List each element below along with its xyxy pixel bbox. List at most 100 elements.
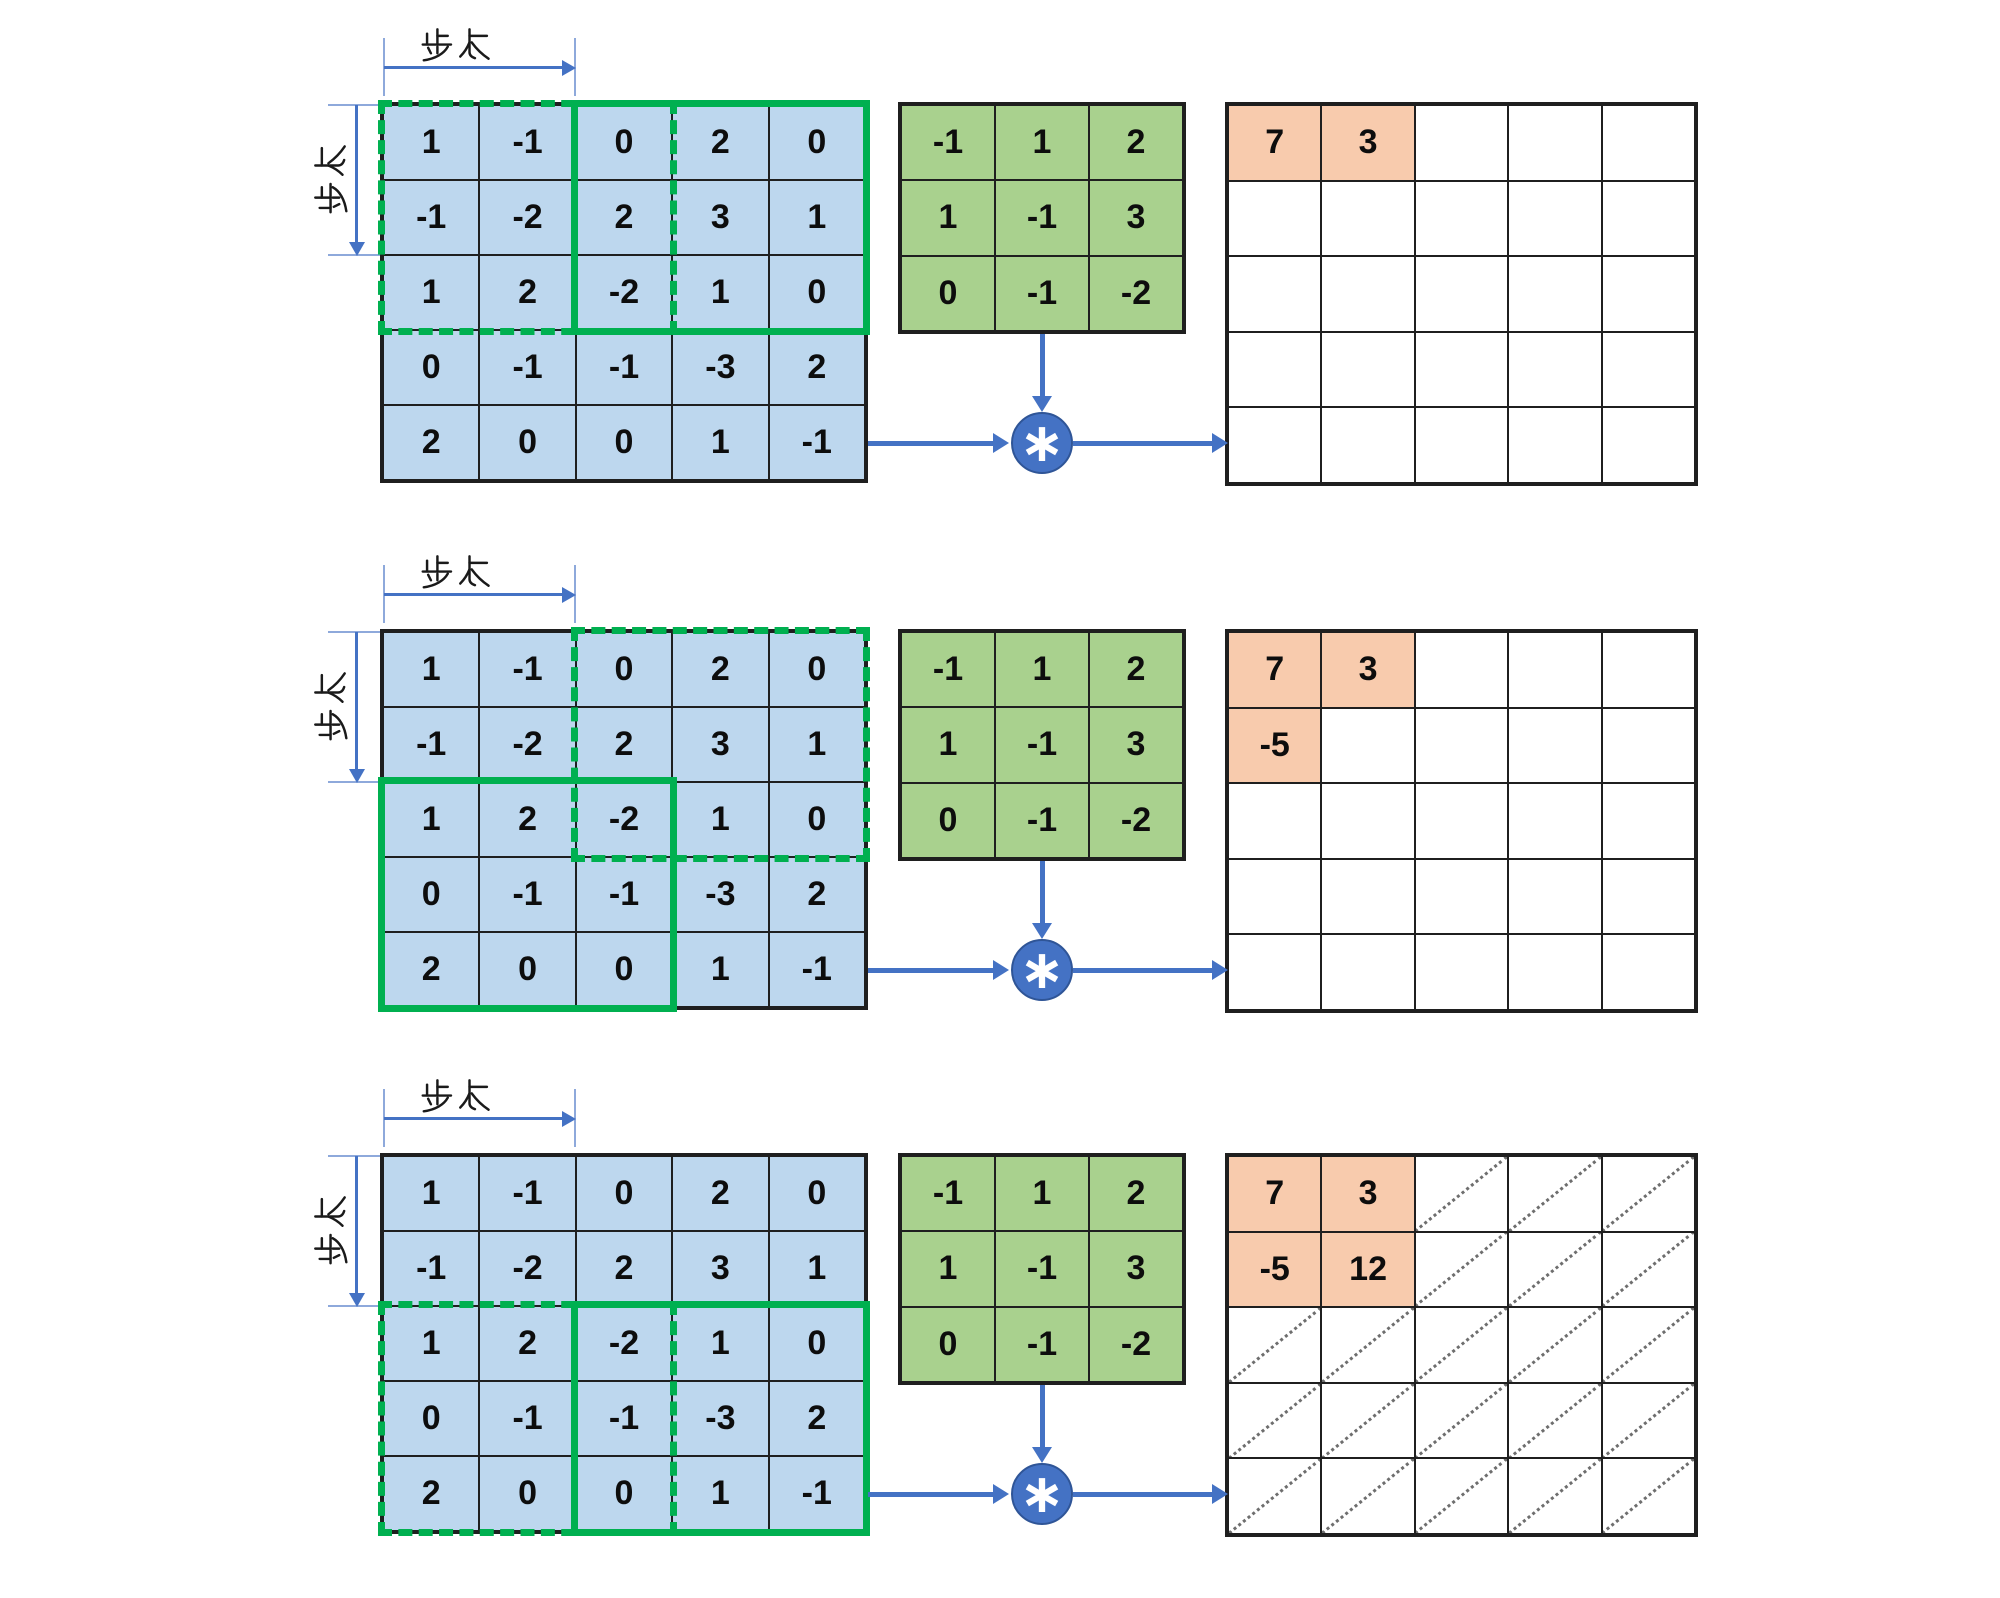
input-cell-r4c1: 0 [383,857,480,932]
input-cell-r3c5: 0 [768,1306,865,1381]
input-to-operator-arrow-line [868,967,993,973]
input-cell-r3c5: 0 [768,782,865,857]
output-cell-r3c3 [1414,783,1509,859]
input-cell-r1c4: 2 [672,105,769,180]
convolution-step-2: 步长步长1-1020-1-223112-2100-1-1-322001-1-11… [0,527,2000,1067]
output-cell-r1c4 [1508,105,1602,181]
kernel-cell-r3c2: -1 [995,255,1089,331]
input-cell-r2c4: 3 [672,1231,769,1306]
output-cell-r1c1: 7 [1228,1156,1322,1232]
input-cell-r5c5: -1 [768,405,865,480]
output-cell-r4c4 [1508,1382,1602,1459]
kernel-cell-r1c1: -1 [901,105,995,181]
output-cell-r3c5 [1601,783,1695,859]
kernel-cell-r2c1: 1 [901,180,995,256]
input-cell-r4c2: -1 [479,1381,576,1456]
diagonal-dotted-line [1415,1232,1508,1307]
output-cell-r4c1 [1228,331,1322,408]
input-cell-r1c2: -1 [479,105,576,180]
diagonal-dotted-line [1322,1308,1414,1382]
input-cell-r2c2: -2 [479,707,576,782]
diagonal-dotted-line [1322,1383,1414,1458]
output-cell-r3c1 [1228,1307,1322,1383]
operator-to-output-arrow-line [1073,1491,1212,1497]
stride-arrowhead-right [562,59,576,76]
output-cell-r1c4 [1508,1156,1602,1232]
output-cell-r1c4 [1508,632,1602,708]
input-cell-r2c2: -2 [479,1231,576,1306]
output-cell-r5c4 [1508,934,1602,1010]
input-cell-r2c4: 3 [672,180,769,255]
diagonal-dotted-line [1509,1383,1601,1458]
output-cell-r2c4 [1508,707,1602,784]
stride-arrowhead-down [348,769,365,783]
input-cell-r2c3: 2 [575,180,673,255]
kernel-cell-r1c2: 1 [995,632,1089,708]
output-cell-r5c3 [1414,407,1509,483]
output-cell-r1c5 [1601,632,1695,708]
output-cell-r5c2 [1321,1458,1415,1534]
output-cell-r5c1 [1228,407,1322,483]
output-cell-r4c3 [1414,331,1509,408]
kernel-cell-r2c3: 3 [1089,707,1183,783]
kernel-cell-r1c1: -1 [901,632,995,708]
input-cell-r3c4: 1 [672,255,769,330]
stride-label-top: 步长 [420,553,494,589]
output-cell-r1c2: 3 [1321,1156,1415,1232]
input-cell-r5c4: 1 [672,1456,769,1531]
input-cell-r1c1: 1 [383,105,480,180]
input-cell-r4c4: -3 [672,330,769,405]
input-to-operator-arrow-line [868,440,993,446]
kernel-to-operator-arrowhead [1032,396,1052,412]
input-cell-r5c2: 0 [479,405,576,480]
output-cell-r5c2 [1321,407,1415,483]
output-cell-r1c2: 3 [1321,632,1415,708]
stride-arrowhead-right [562,1110,576,1127]
kernel-cell-r1c2: 1 [995,105,1089,181]
input-cell-r3c2: 2 [479,255,576,330]
output-cell-r5c4 [1508,407,1602,483]
output-cell-r1c1: 7 [1228,632,1322,708]
kernel-cell-r3c1: 0 [901,1306,995,1382]
convolution-operator-symbol: ∗ [1019,1462,1065,1525]
output-cell-r2c2: 12 [1321,1231,1415,1308]
output-cell-r1c3 [1414,1156,1509,1232]
input-cell-r1c5: 0 [768,632,865,707]
convolution-operator-badge: ∗ [1011,939,1073,1001]
output-cell-r2c5 [1601,180,1695,257]
convolution-operator-symbol: ∗ [1019,938,1065,1001]
output-cell-r1c5 [1601,1156,1695,1232]
output-cell-r5c4 [1508,1458,1602,1534]
input-cell-r5c1: 2 [383,1456,480,1531]
diagonal-dotted-line [1415,1459,1508,1533]
kernel-cell-r1c3: 2 [1089,1156,1183,1232]
diagonal-dotted-line [1602,1308,1694,1382]
kernel-cell-r1c3: 2 [1089,105,1183,181]
output-cell-r2c5 [1601,707,1695,784]
output-cell-r3c5 [1601,256,1695,332]
stride-label-top: 步长 [420,1077,494,1113]
input-cell-r5c1: 2 [383,405,480,480]
kernel-cell-r3c1: 0 [901,782,995,858]
kernel-cell-r3c3: -2 [1089,782,1183,858]
stride-arrow-line [355,1156,358,1294]
input-cell-r4c3: -1 [575,330,673,405]
kernel-to-operator-arrowhead [1032,923,1052,939]
diagonal-dotted-line [1415,1383,1508,1458]
stride-arrowhead-right [562,586,576,603]
input-cell-r5c3: 0 [575,405,673,480]
input-cell-r2c5: 1 [768,1231,865,1306]
output-cell-r3c4 [1508,1307,1602,1383]
input-cell-r1c4: 2 [672,1156,769,1231]
kernel-cell-r3c2: -1 [995,1306,1089,1382]
input-cell-r5c2: 0 [479,932,576,1007]
input-to-operator-arrowhead [993,1484,1009,1504]
output-cell-r3c1 [1228,256,1322,332]
input-cell-r4c5: 2 [768,330,865,405]
output-cell-r5c5 [1601,1458,1695,1534]
